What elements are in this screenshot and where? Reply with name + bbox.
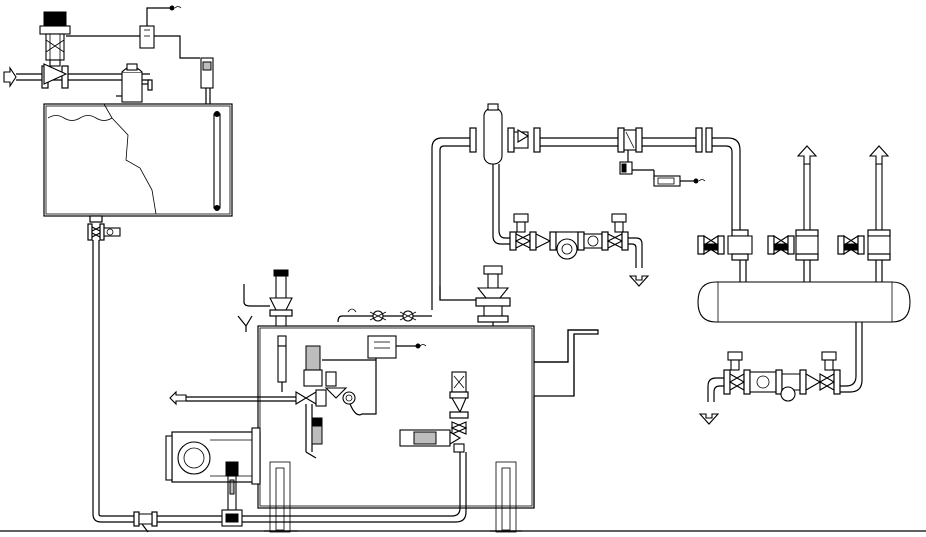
control-valve-actuator bbox=[39, 11, 140, 85]
feed-pipe bbox=[92, 240, 222, 523]
level-control-valve bbox=[399, 371, 469, 453]
drain-arrow-middle bbox=[628, 275, 650, 287]
steam-separator bbox=[469, 103, 620, 245]
water-level-controller bbox=[139, 5, 200, 59]
steam-trap-station bbox=[509, 213, 643, 268]
feedwater-tank bbox=[43, 103, 233, 217]
exhaust-flue bbox=[534, 329, 598, 396]
drain-arrow-right bbox=[698, 413, 720, 425]
feed-pump bbox=[221, 461, 300, 527]
steam-header bbox=[697, 260, 911, 323]
inlet-arrow bbox=[3, 66, 17, 88]
main-steam-valve bbox=[439, 265, 511, 326]
level-gauge bbox=[200, 57, 221, 211]
pressure-transmitter bbox=[277, 335, 377, 459]
deaerator-vent bbox=[116, 63, 153, 103]
header-outlet-valves bbox=[697, 163, 891, 261]
condensate-trap-station bbox=[707, 322, 863, 402]
outlet-arrow-left bbox=[169, 390, 187, 406]
steam-line bbox=[337, 137, 474, 323]
pressure-controller bbox=[617, 127, 741, 230]
vent-arrow-1 bbox=[796, 145, 818, 165]
transmitter-box bbox=[367, 335, 427, 359]
boiler-shell bbox=[257, 325, 599, 533]
burner bbox=[165, 427, 261, 485]
vent-arrow-2 bbox=[868, 145, 890, 165]
tank-outlet-valve bbox=[87, 215, 121, 241]
strainer bbox=[133, 511, 158, 533]
safety-valve bbox=[237, 269, 293, 332]
